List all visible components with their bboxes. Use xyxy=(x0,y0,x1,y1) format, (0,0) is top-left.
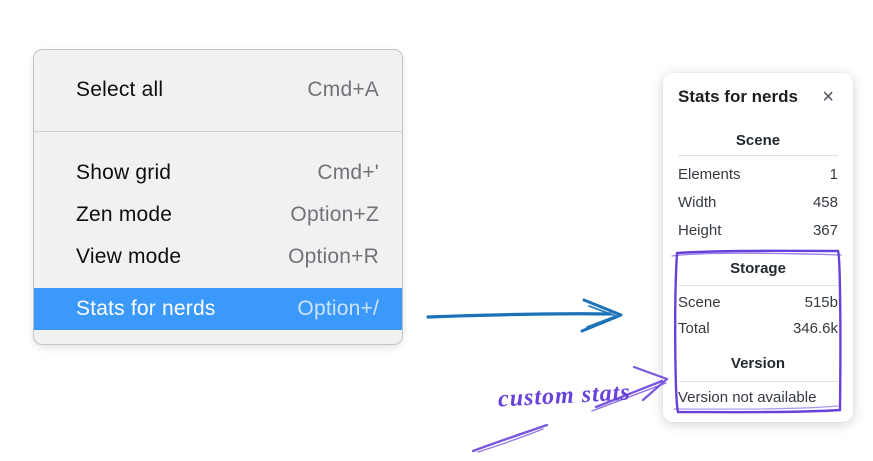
section-divider xyxy=(678,381,838,382)
menu-item-label: Select all xyxy=(76,78,164,101)
version-note: Version not available xyxy=(678,389,817,406)
stats-section-scene: Scene Elements 1 Width 458 Height 367 xyxy=(678,130,838,245)
stats-panel-header: Stats for nerds × xyxy=(678,85,838,109)
stat-label: Scene xyxy=(678,294,721,311)
section-divider xyxy=(678,285,838,286)
stat-row: Elements 1 xyxy=(678,161,838,189)
menu-divider xyxy=(34,131,402,132)
stat-row: Total 346.6k xyxy=(678,316,838,342)
stat-value: 458 xyxy=(812,194,838,211)
stats-section-storage: Storage Scene 515b Total 346.6k xyxy=(678,258,838,342)
stat-row: Width 458 xyxy=(678,189,838,217)
menu-item-select-all[interactable]: Select all Cmd+A xyxy=(34,69,402,111)
menu-item-shortcut: Cmd+' xyxy=(317,161,379,184)
menu-item-shortcut: Cmd+A xyxy=(307,78,379,101)
section-heading: Scene xyxy=(735,132,781,149)
stats-panel: Stats for nerds × Scene Elements 1 Width… xyxy=(663,73,853,422)
section-divider xyxy=(678,155,838,156)
menu-item-label: View mode xyxy=(76,245,182,268)
menu-item-shortcut: Option+R xyxy=(288,245,379,268)
stat-row: Height 367 xyxy=(678,217,838,245)
stat-label: Width xyxy=(678,194,717,211)
menu-item-show-grid[interactable]: Show grid Cmd+' xyxy=(34,152,402,194)
stat-value: 346.6k xyxy=(792,320,838,337)
menu-item-view-mode[interactable]: View mode Option+R xyxy=(34,236,402,278)
stat-label: Height xyxy=(678,222,722,239)
menu-item-stats-for-nerds[interactable]: Stats for nerds Option+/ xyxy=(34,288,402,330)
menu-item-zen-mode[interactable]: Zen mode Option+Z xyxy=(34,194,402,236)
custom-stats-arrow xyxy=(471,365,669,453)
stat-value: 515b xyxy=(804,294,838,311)
close-icon[interactable]: × xyxy=(822,86,834,108)
menu-item-label: Stats for nerds xyxy=(76,297,216,320)
menu-item-label: Show grid xyxy=(76,161,172,184)
stat-row: Scene 515b xyxy=(678,290,838,316)
menu-item-label: Zen mode xyxy=(76,203,173,226)
section-heading: Version xyxy=(730,355,786,372)
menu-item-shortcut: Option+Z xyxy=(290,203,379,226)
stats-panel-title: Stats for nerds xyxy=(678,87,798,106)
stat-value: 1 xyxy=(829,166,838,183)
stat-value: 367 xyxy=(812,222,838,239)
custom-stats-label: custom stats xyxy=(497,379,632,413)
stat-label: Total xyxy=(678,320,710,337)
flow-arrow xyxy=(426,298,623,333)
stat-label: Elements xyxy=(678,166,741,183)
stats-section-version: Version Version not available xyxy=(678,353,838,412)
section-heading: Storage xyxy=(730,260,786,277)
menu-item-shortcut: Option+/ xyxy=(297,297,379,320)
context-menu: Select all Cmd+A Show grid Cmd+' Zen mod… xyxy=(33,49,403,345)
